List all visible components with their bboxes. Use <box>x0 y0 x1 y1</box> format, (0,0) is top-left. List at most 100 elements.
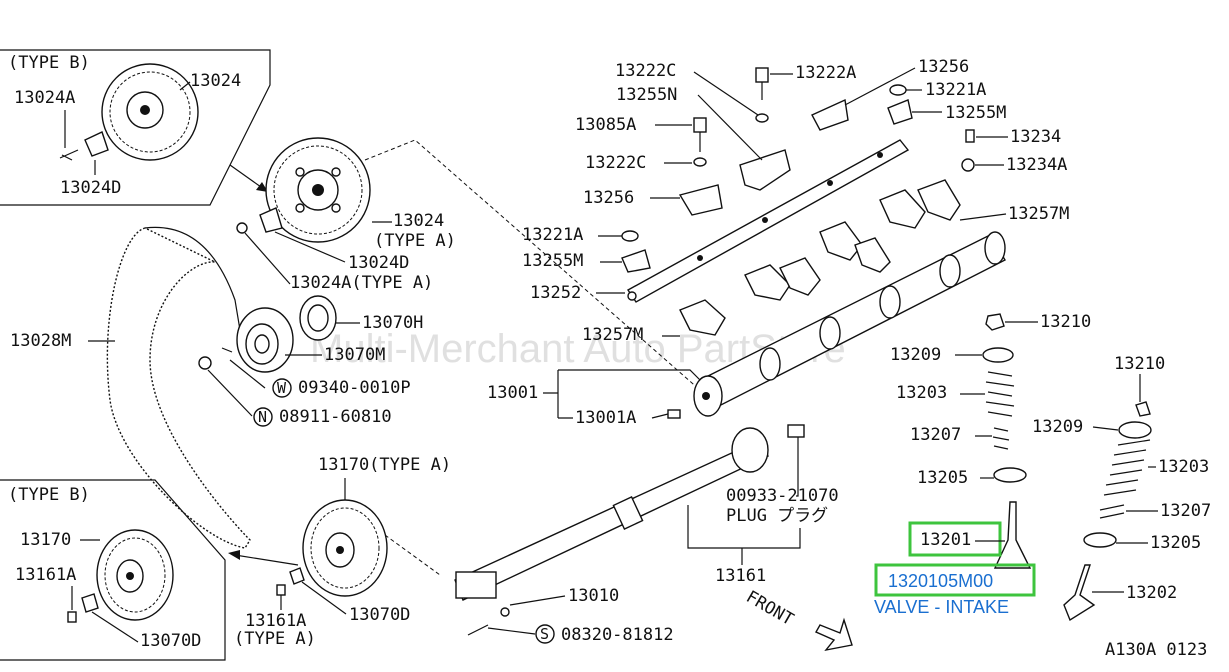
seal-13207-2[interactable] <box>1099 504 1125 519</box>
label-13221a-2: 13221A <box>522 225 583 245</box>
type-b-bottom-label: (TYPE B) <box>8 485 90 505</box>
bracket-13255m-1[interactable] <box>887 99 913 125</box>
valve-assembly-center <box>982 313 1032 569</box>
nut-13234a[interactable] <box>961 158 975 172</box>
retainer-13209-1[interactable] <box>982 347 1014 363</box>
label-13024d-a: 13024D <box>348 253 409 273</box>
pin-13001a[interactable] <box>667 409 681 419</box>
sleeve-13010[interactable] <box>455 571 497 599</box>
bolt-13024a-a[interactable] <box>236 222 248 234</box>
key-13070d-a[interactable] <box>289 567 305 585</box>
label-13202: 13202 <box>1126 583 1177 603</box>
label-13024a-a: 13024A(TYPE A) <box>290 273 433 293</box>
key-13024d-b[interactable] <box>84 131 109 157</box>
label-13210-2: 13210 <box>1114 354 1165 374</box>
label-13234a: 13234A <box>1006 155 1067 175</box>
highlight-box-part-number[interactable] <box>874 563 1036 597</box>
label-13085a: 13085A <box>575 115 636 135</box>
plug-00933[interactable] <box>787 424 805 438</box>
valve-intake-13201[interactable] <box>993 501 1032 569</box>
washer-09340[interactable] <box>221 347 233 353</box>
label-13205-1: 13205 <box>917 468 968 488</box>
highlight-box-13201[interactable] <box>908 521 1002 557</box>
label-13205-2: 13205 <box>1150 533 1201 553</box>
s-symbol <box>535 624 555 644</box>
label-s-code: 08320-81812 <box>561 625 674 645</box>
screw-08320[interactable] <box>467 624 489 636</box>
bracket-13256-2[interactable] <box>811 98 849 131</box>
label-plug-text: PLUG プラグ <box>726 506 828 526</box>
valve-assembly-right <box>1063 401 1152 622</box>
washer-13222c-2[interactable] <box>693 157 707 167</box>
cam-sprocket-type-a: 13024 (TYPE A) 13024D 13024A(TYPE A) <box>236 137 456 293</box>
label-13257m-2: 13257M <box>582 325 643 345</box>
label-13255m-2: 13255M <box>522 251 583 271</box>
key-13070d-b[interactable] <box>81 593 99 613</box>
label-13256-1: 13256 <box>918 57 969 77</box>
n-symbol <box>253 407 273 427</box>
camshaft-13001[interactable] <box>667 231 1006 419</box>
bolt-13161a-a[interactable] <box>276 584 286 596</box>
valve-exhaust-13202[interactable] <box>1063 564 1096 622</box>
label-13170-type-a: 13170(TYPE A) <box>318 455 451 475</box>
label-13255n: 13255N <box>616 85 677 105</box>
front-label: FRONT <box>743 587 797 630</box>
bolt-13085a[interactable] <box>693 117 707 133</box>
label-n-code: 08911-60810 <box>279 407 392 427</box>
label-13207-2: 13207 <box>1160 501 1211 521</box>
retainer-13209-2[interactable] <box>1118 421 1152 439</box>
washer-13222c-1[interactable] <box>755 113 769 123</box>
label-type-a-1: (TYPE A) <box>374 231 456 251</box>
bolt-13222a[interactable] <box>755 67 769 83</box>
part-description: VALVE - INTAKE <box>874 597 1009 617</box>
timing-belt-13028m[interactable] <box>106 226 251 549</box>
label-plug-code: 00933-21070 <box>726 486 839 506</box>
screw-13234[interactable] <box>965 129 975 143</box>
label-13222c-1: 13222C <box>615 61 676 81</box>
rocker-arms-13257m[interactable] <box>679 179 961 336</box>
diagram-code: A130A 0123 <box>1105 640 1207 660</box>
seal-13207-1[interactable] <box>992 427 1010 450</box>
label-13024d-b: 13024D <box>60 178 121 198</box>
spring-13203-2[interactable] <box>1103 439 1151 496</box>
nut-08911[interactable] <box>198 356 212 370</box>
front-arrow <box>815 617 853 652</box>
idler-pulley <box>198 295 337 373</box>
label-13209-2: 13209 <box>1032 417 1083 437</box>
clip-13221a-1[interactable] <box>889 84 907 96</box>
spring-13203-1[interactable] <box>985 371 1015 417</box>
label-13001a: 13001A <box>575 408 636 428</box>
bolt-13161a-b[interactable] <box>67 611 77 623</box>
crank-sprocket-type-a <box>276 499 388 597</box>
label-13070h: 13070H <box>362 313 423 333</box>
rocker-shaft-13252[interactable] <box>626 139 910 303</box>
label-13170-b: 13170 <box>20 530 71 550</box>
bracket-13256-1[interactable] <box>678 184 723 216</box>
label-13234: 13234 <box>1010 127 1061 147</box>
label-13161a-b: 13161A <box>15 565 76 585</box>
w-symbol <box>272 378 292 398</box>
label-13001: 13001 <box>487 383 538 403</box>
label-13028m: 13028M <box>10 331 71 351</box>
seat-13205-2[interactable] <box>1083 532 1117 548</box>
label-13161: 13161 <box>715 566 766 586</box>
label-13255m-1: 13255M <box>945 103 1006 123</box>
shaft-13161[interactable] <box>454 424 805 636</box>
label-13201: 13201 <box>920 530 971 550</box>
seat-13205-1[interactable] <box>993 467 1027 483</box>
label-13222c-2: 13222C <box>585 153 646 173</box>
label-13221a-1: 13221A <box>925 80 986 100</box>
type-b-bottom-inset: (TYPE B) <box>0 479 226 661</box>
label-13252: 13252 <box>530 283 581 303</box>
cotter-13210-2[interactable] <box>1135 401 1151 417</box>
label-13070d-a: 13070D <box>349 605 410 625</box>
type-b-top-label: (TYPE B) <box>8 53 90 73</box>
bracket-13255n[interactable] <box>739 149 791 191</box>
key-13024d-a[interactable] <box>259 207 283 233</box>
cotter-13210-1[interactable] <box>985 313 1005 331</box>
label-13024a-b: 13024A <box>14 88 75 108</box>
bracket-13255m-2[interactable] <box>621 249 651 273</box>
clip-13221a-2[interactable] <box>621 230 639 242</box>
